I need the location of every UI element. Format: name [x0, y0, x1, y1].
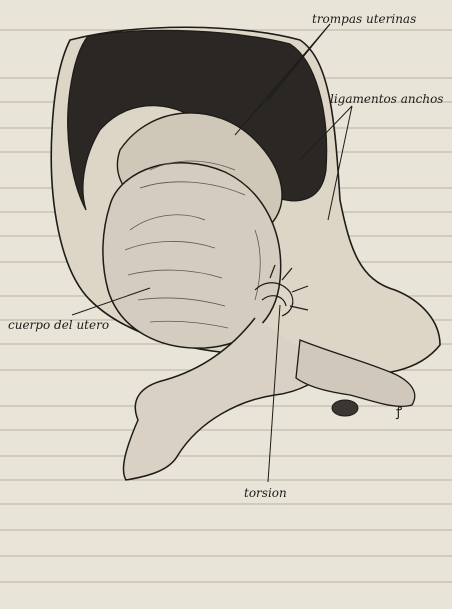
label-trompas-uterinas: trompas uterinas — [312, 12, 416, 26]
label-ligamentos-anchos: ligamentos anchos — [330, 92, 443, 106]
label-torsion: torsion — [244, 486, 287, 500]
stump-opening — [332, 400, 358, 416]
label-cuerpo-del-utero: cuerpo del utero — [8, 318, 109, 332]
artist-mark: ꝭ — [396, 402, 402, 420]
